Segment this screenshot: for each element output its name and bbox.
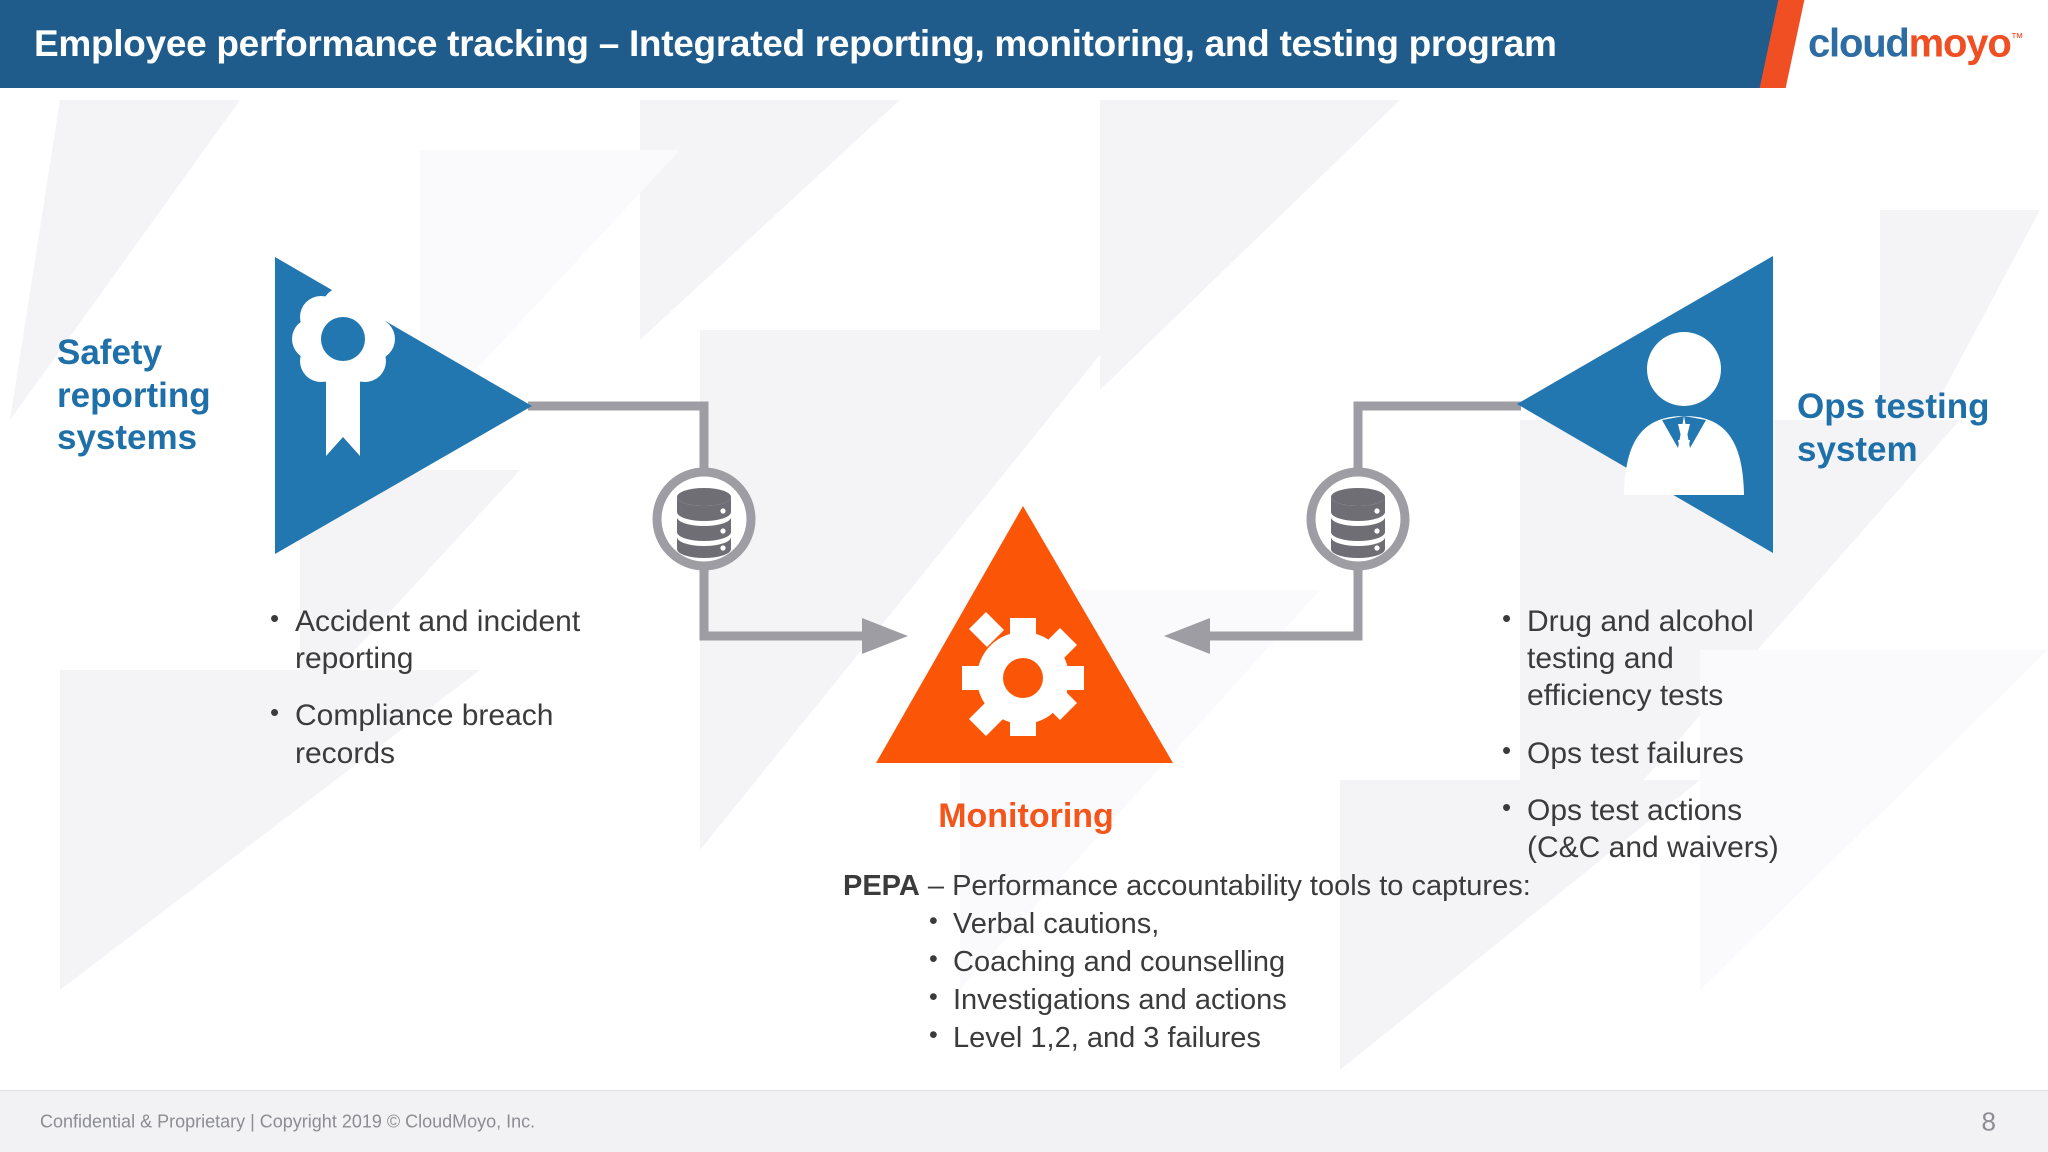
person-tie-knot: [1678, 424, 1690, 470]
right-database-circle: [1306, 467, 1410, 571]
connector-right: [1210, 401, 1521, 641]
logo-text-cloud: cloud: [1808, 21, 1910, 66]
left-database-led: [720, 508, 726, 551]
award-rosette-icon: [292, 287, 395, 456]
pepa-headline-text: – Performance accountability tools to ca…: [919, 870, 1531, 902]
pepa-description: PEPA – Performance accountability tools …: [843, 872, 1531, 1062]
list-item: Ops test actions (C&C and waivers): [1500, 791, 1800, 866]
list-item: Compliance breach records: [268, 696, 598, 771]
database-icon: [1331, 488, 1385, 558]
database-icon: [677, 488, 731, 558]
award-rosette-center-hole: [321, 317, 365, 361]
list-item: Ops test failures: [1500, 734, 1800, 772]
slide-footer: Confidential & Proprietary | Copyright 2…: [0, 1090, 2048, 1152]
pepa-acronym: PEPA: [843, 870, 920, 902]
list-item: Coaching and counselling: [927, 947, 1531, 977]
trademark-icon: ™: [2010, 30, 2024, 46]
list-item: Verbal cautions,: [927, 909, 1531, 939]
connector-left: [528, 401, 862, 641]
list-item: Drug and alcohol testing and efficiency …: [1500, 602, 1800, 715]
monitoring-shape: [876, 506, 1173, 763]
list-item: Level 1,2, and 3 failures: [927, 1023, 1531, 1053]
logo-container: cloudmoyo™: [1780, 0, 2048, 88]
ops-testing-shape: [1517, 256, 1773, 553]
page-title: Employee performance tracking – Integrat…: [34, 23, 1557, 64]
gear-icon: [962, 612, 1084, 736]
monitoring-caption: Monitoring: [938, 797, 1114, 835]
page-number: 8: [1981, 1106, 1996, 1136]
pepa-headline: PEPA – Performance accountability tools …: [843, 872, 1531, 901]
safety-reporting-shape: [275, 257, 532, 554]
safety-reporting-bullets: Accident and incident reporting Complian…: [268, 602, 598, 772]
arrowhead-right-to-center: [1164, 618, 1210, 654]
pepa-item-list: Verbal cautions, Coaching and counsellin…: [927, 909, 1531, 1053]
slide-header: Employee performance tracking – Integrat…: [0, 0, 2048, 88]
copyright-text: Confidential & Proprietary | Copyright 2…: [40, 1111, 536, 1131]
arrowhead-left-to-center: [862, 618, 908, 654]
ops-testing-bullets: Drug and alcohol testing and efficiency …: [1500, 602, 1800, 866]
list-item: Accident and incident reporting: [268, 602, 598, 677]
list-item: Investigations and actions: [927, 985, 1531, 1015]
person-tie-icon: [1624, 332, 1744, 495]
left-database-circle: [652, 467, 756, 571]
logo-text-moyo: moyo: [1908, 21, 2012, 66]
cloudmoyo-logo: cloudmoyo™: [1808, 21, 2024, 67]
person-tie-collar: [1662, 416, 1706, 448]
right-database-led: [1374, 508, 1380, 551]
